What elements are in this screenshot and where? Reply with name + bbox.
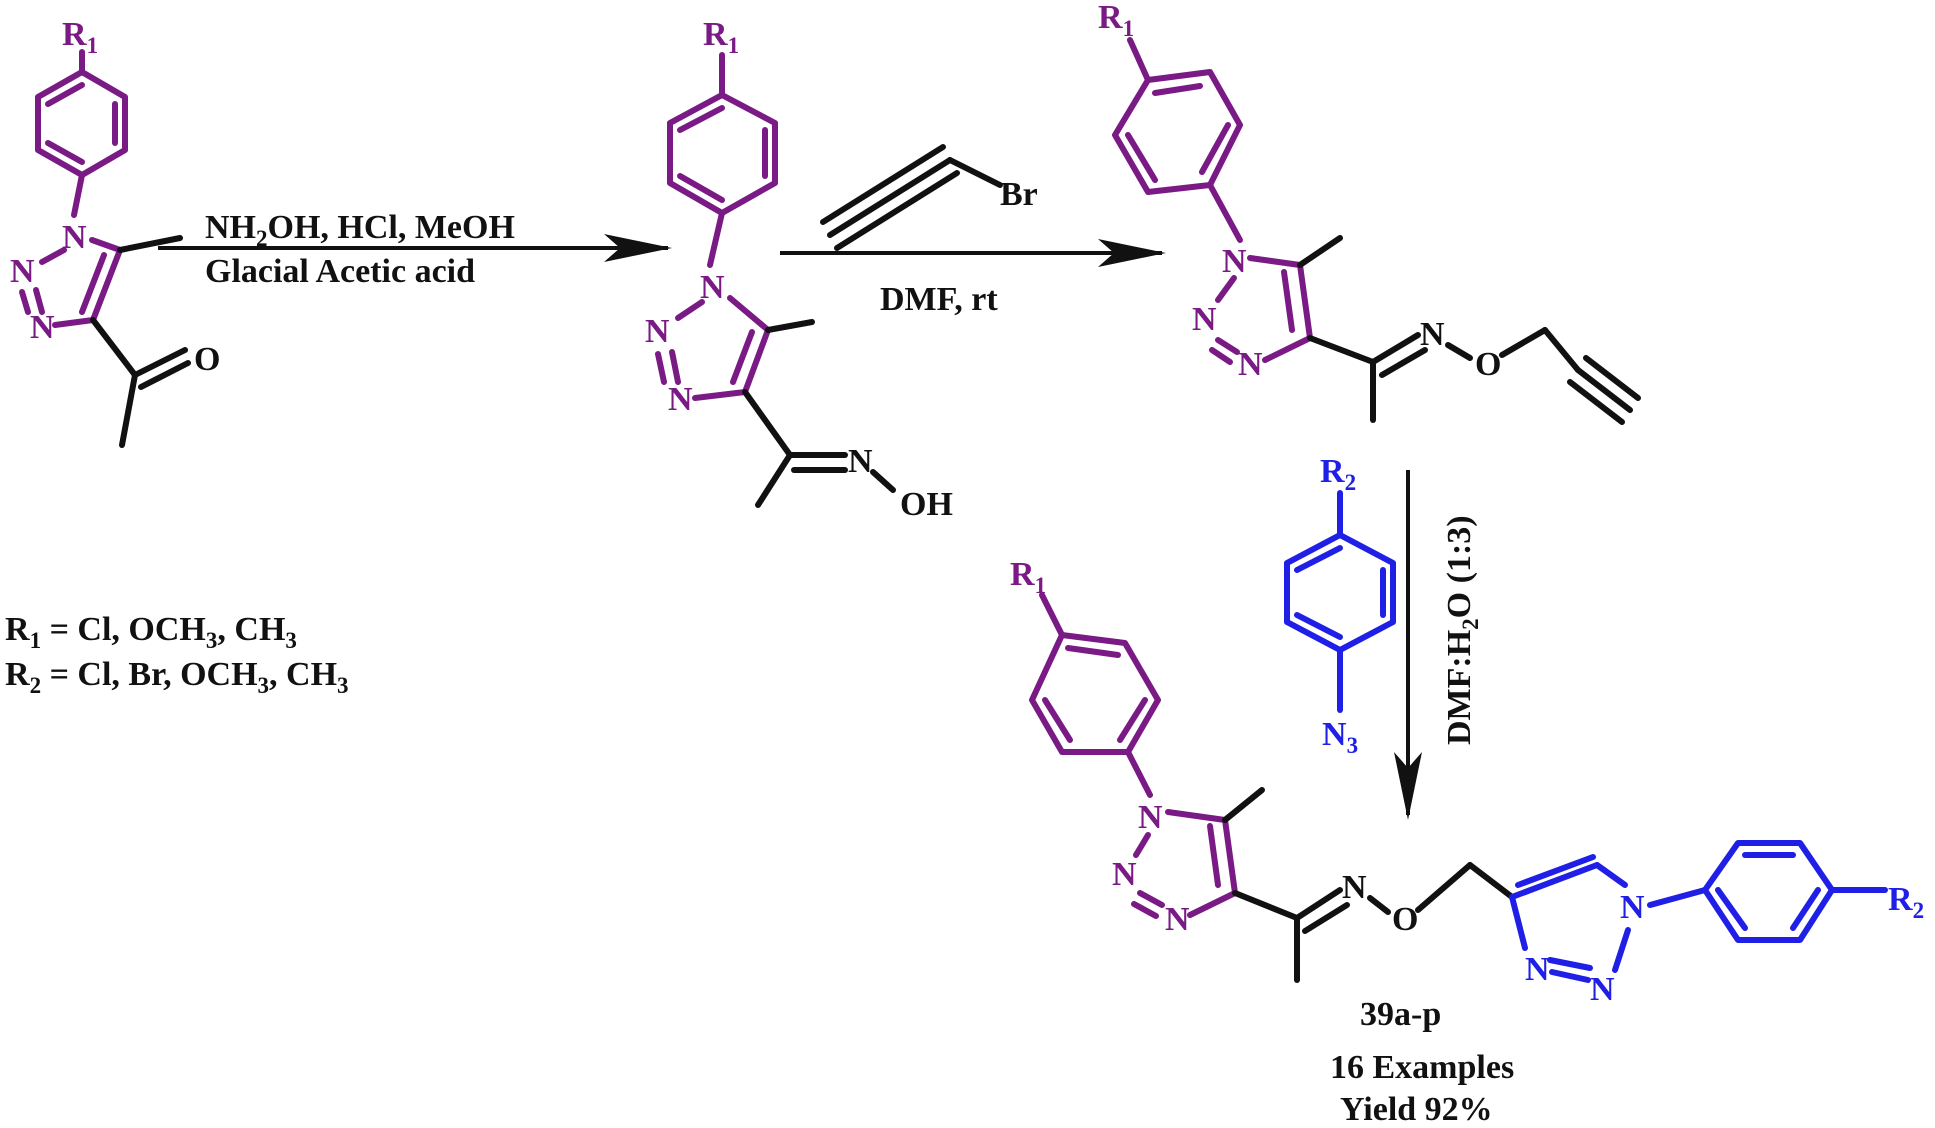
- r2-label-product: R2: [1888, 881, 1924, 923]
- product-examples: 16 Examples: [1330, 1049, 1514, 1086]
- step3-arrow: DMF:H2O (1:3): [1394, 470, 1483, 820]
- hydroxyl-group: OH: [900, 486, 953, 523]
- n3-atom-c3: N: [1238, 346, 1263, 383]
- product-bis-triazole: R1 N N N N O N N N: [1010, 556, 1924, 1008]
- n1-atom-blue-triazole: N: [1620, 889, 1645, 926]
- n3-atom-c2: N: [668, 381, 693, 418]
- step1-reagent-line2: Glacial Acetic acid: [205, 253, 475, 290]
- r1-definition: R1 = Cl, OCH3, CH3: [5, 611, 297, 653]
- oxime-nitrogen-c3: N: [1420, 316, 1445, 353]
- n1-atom-c3: N: [1222, 243, 1247, 280]
- n3-atom-c1: N: [30, 309, 55, 346]
- n3-atom-product: N: [1165, 901, 1190, 938]
- compound-propargyl-oxime-ether: R1 N N N N O: [1098, 0, 1641, 425]
- product-yield: Yield 92%: [1340, 1091, 1493, 1128]
- r1-label-product: R1: [1010, 556, 1046, 598]
- ether-oxygen-product: O: [1392, 901, 1418, 938]
- step2-arrow: Br DMF, rt: [780, 144, 1166, 318]
- n3-atom-blue-triazole: N: [1525, 951, 1550, 988]
- n2-atom-c2: N: [645, 313, 670, 350]
- step1-arrow: NH2OH, HCl, MeOH Glacial Acetic acid: [158, 209, 672, 290]
- r2-label-azide: R2: [1320, 453, 1356, 495]
- compound-acetyl-triazole: R1 N N N O: [10, 16, 220, 448]
- bromine-atom: Br: [1000, 176, 1038, 213]
- n2-atom-c3: N: [1192, 301, 1217, 338]
- phenyl-ring-c2: [667, 92, 778, 216]
- oxime-nitrogen-c2: N: [848, 443, 873, 480]
- phenyl-ring-azide: [1284, 532, 1396, 653]
- n1-atom-c2: N: [700, 269, 725, 306]
- step1-reagent-line1: NH2OH, HCl, MeOH: [205, 209, 515, 251]
- r2-definition: R2 = Cl, Br, OCH3, CH3: [5, 656, 349, 698]
- n2-atom-blue-triazole: N: [1590, 971, 1615, 1008]
- ether-oxygen-c3: O: [1475, 346, 1501, 383]
- propargyl-bromide: Br: [820, 144, 1038, 251]
- step3-solvent: DMF:H2O (1:3): [1441, 515, 1483, 745]
- r1-label-c1: R1: [62, 16, 98, 58]
- n2-atom-product: N: [1112, 856, 1137, 893]
- n2-atom-c1: N: [10, 253, 35, 290]
- carbonyl-oxygen: O: [194, 341, 220, 378]
- aryl-azide-reagent: R2 N3: [1284, 453, 1396, 758]
- azide-group: N3: [1322, 716, 1358, 758]
- product-code: 39a-p: [1360, 996, 1441, 1033]
- step2-condition: DMF, rt: [880, 281, 998, 318]
- oxime-nitrogen-product: N: [1342, 869, 1367, 906]
- compound-oxime: R1 N N N N OH: [645, 16, 953, 523]
- r1-label-c3: R1: [1098, 0, 1134, 41]
- n1-atom-product: N: [1138, 799, 1163, 836]
- substituent-legend: R1 = Cl, OCH3, CH3 R2 = Cl, Br, OCH3, CH…: [5, 611, 349, 698]
- r1-label-c2: R1: [703, 16, 739, 58]
